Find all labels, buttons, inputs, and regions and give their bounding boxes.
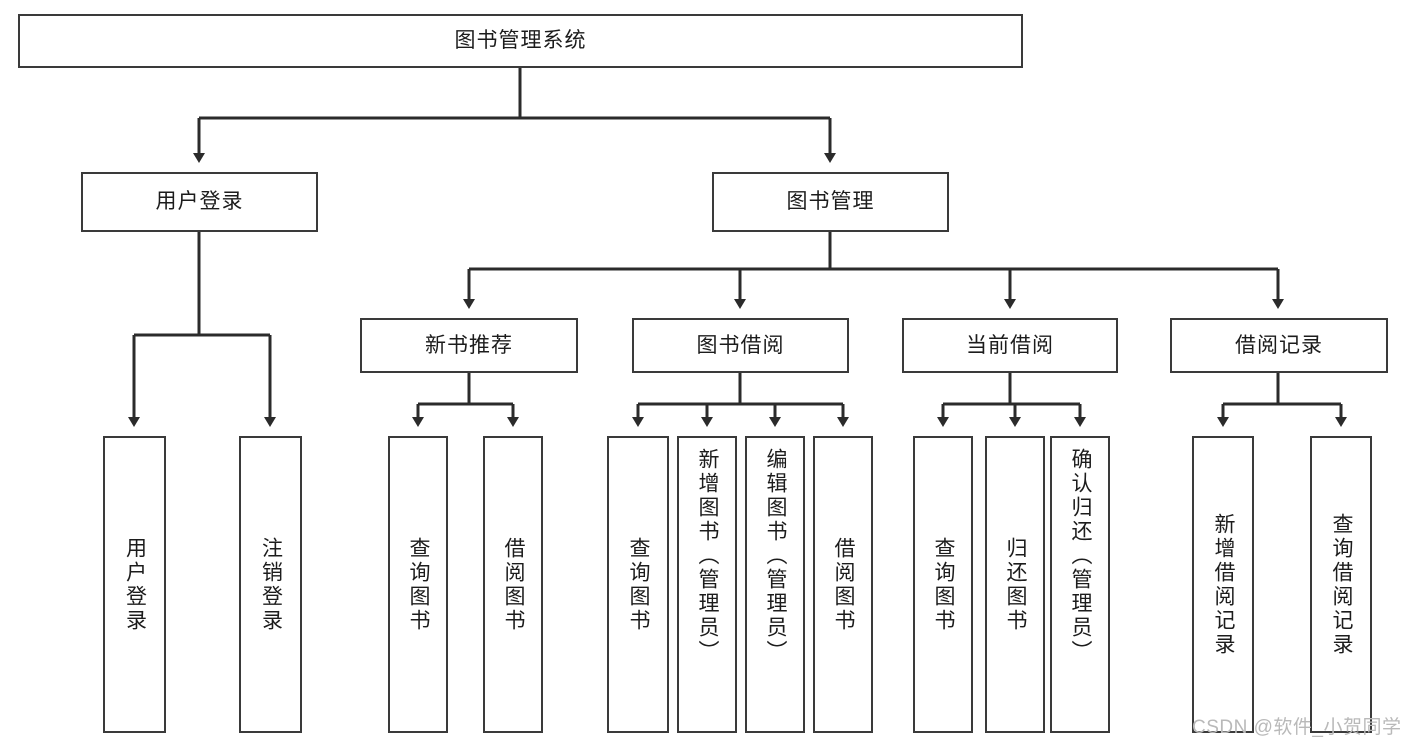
node-label: 新书推荐	[425, 333, 513, 357]
node-label: 图书管理系统	[454, 29, 587, 53]
node-level3-borrow-record[interactable]: 借阅记录	[1170, 318, 1388, 373]
node-label: 新增图书（管理员）	[696, 448, 720, 664]
node-level3-new-book-recommend[interactable]: 新书推荐	[360, 318, 578, 373]
node-label: 注销登录	[259, 536, 283, 633]
node-label: 查询借阅记录	[1330, 512, 1354, 657]
node-leaf-edit-book-admin[interactable]: 编辑图书（管理员）	[745, 436, 805, 733]
node-level2-book-management[interactable]: 图书管理	[712, 172, 949, 232]
node-leaf-logout[interactable]: 注销登录	[239, 436, 302, 733]
node-leaf-query-book-3[interactable]: 查询图书	[913, 436, 973, 733]
node-leaf-query-borrow-record[interactable]: 查询借阅记录	[1310, 436, 1372, 733]
node-leaf-query-book-2[interactable]: 查询图书	[607, 436, 669, 733]
node-leaf-add-borrow-record[interactable]: 新增借阅记录	[1192, 436, 1254, 733]
node-label: 图书借阅	[696, 333, 785, 357]
csdn-watermark: CSDN @软件_小贺同学	[1192, 717, 1402, 738]
node-leaf-borrow-book-1[interactable]: 借阅图书	[483, 436, 543, 733]
node-leaf-return-book[interactable]: 归还图书	[985, 436, 1045, 733]
node-leaf-user-login[interactable]: 用户登录	[103, 436, 166, 733]
node-label: 图书管理	[786, 190, 875, 214]
node-level3-current-borrow[interactable]: 当前借阅	[902, 318, 1118, 373]
node-leaf-query-book-1[interactable]: 查询图书	[388, 436, 448, 733]
node-leaf-confirm-return-admin[interactable]: 确认归还（管理员）	[1050, 436, 1110, 733]
node-label: 查询图书	[932, 536, 956, 633]
node-label: 编辑图书（管理员）	[764, 448, 788, 664]
node-label: 用户登录	[155, 190, 244, 214]
node-label: 借阅记录	[1235, 333, 1323, 357]
node-level2-user-login[interactable]: 用户登录	[81, 172, 318, 232]
node-label: 借阅图书	[832, 536, 856, 633]
node-label: 查询图书	[407, 536, 431, 633]
node-label: 用户登录	[123, 536, 147, 633]
node-label: 查询图书	[627, 536, 651, 633]
node-label: 借阅图书	[502, 536, 526, 633]
node-label: 确认归还（管理员）	[1069, 448, 1093, 664]
node-level3-book-borrow[interactable]: 图书借阅	[632, 318, 849, 373]
node-leaf-borrow-book-2[interactable]: 借阅图书	[813, 436, 873, 733]
node-label: 新增借阅记录	[1212, 512, 1236, 657]
node-label: 当前借阅	[966, 333, 1054, 357]
node-label: 归还图书	[1004, 536, 1028, 633]
node-leaf-add-book-admin[interactable]: 新增图书（管理员）	[677, 436, 737, 733]
node-root[interactable]: 图书管理系统	[18, 14, 1023, 68]
